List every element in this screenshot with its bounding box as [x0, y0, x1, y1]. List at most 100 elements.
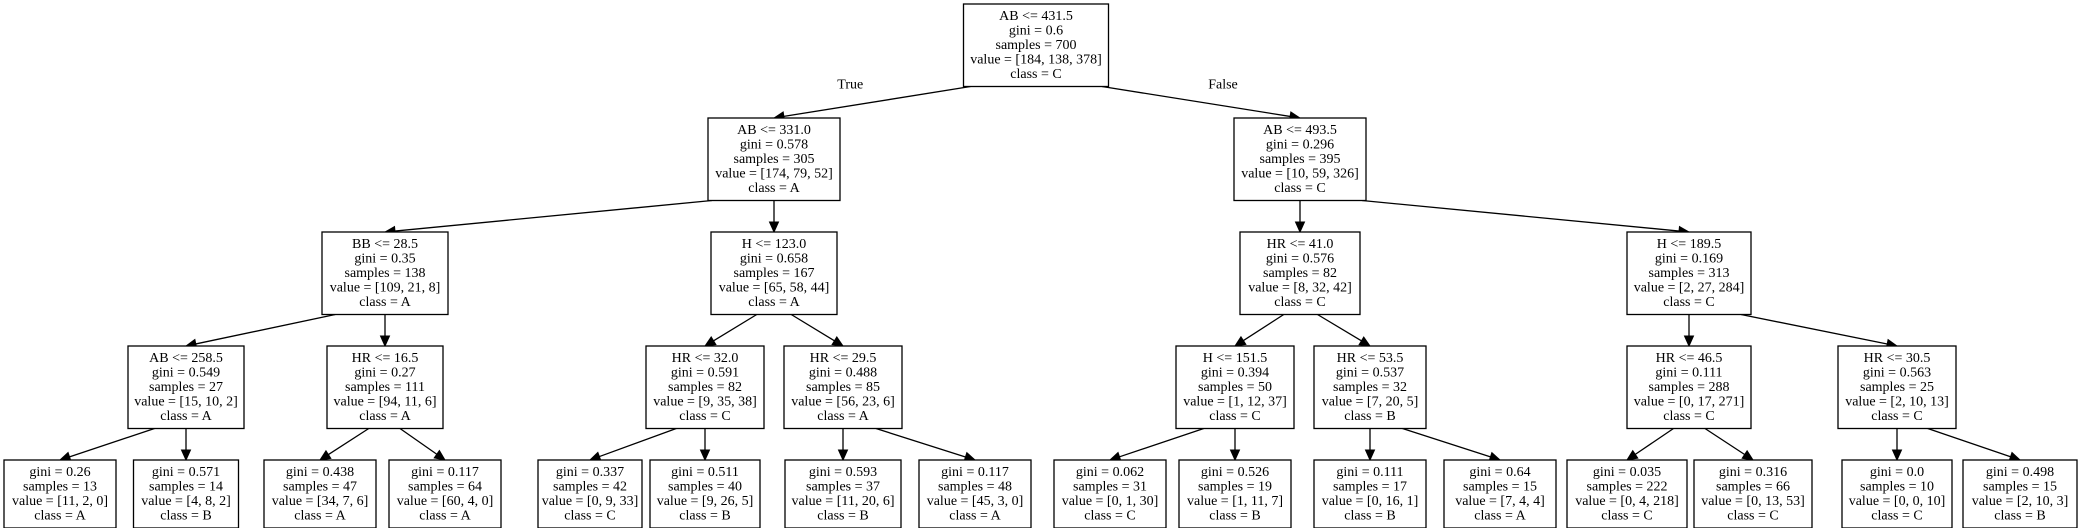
node-text-line: samples = 48 — [938, 480, 1012, 495]
tree-edge — [875, 427, 977, 462]
edge-line — [790, 313, 835, 342]
node-text-line: samples = 111 — [345, 380, 425, 395]
node-text-line: value = [7, 4, 4] — [1455, 494, 1545, 509]
tree-edge: False — [1101, 77, 1302, 122]
node-text-line: gini = 0.27 — [354, 366, 415, 381]
tree-edge — [1891, 428, 1903, 462]
node-text-line: class = B — [160, 509, 211, 524]
tree-edge — [58, 427, 155, 462]
node-text-line: value = [2, 10, 13] — [1845, 395, 1949, 410]
node-box — [707, 117, 841, 202]
node-text-line: samples = 37 — [806, 480, 880, 495]
node-text-line: samples = 167 — [734, 266, 815, 281]
node-text-line: samples = 85 — [806, 380, 880, 395]
node-text-line: value = [34, 7, 6] — [272, 494, 369, 509]
node-text-line: class = C — [679, 409, 730, 424]
node-box — [1233, 117, 1367, 202]
node-text-line: gini = 0.169 — [1655, 252, 1723, 267]
node-text-line: gini = 0.0 — [1870, 465, 1924, 480]
node-text-line: H <= 151.5 — [1203, 351, 1267, 366]
edge-line — [875, 427, 966, 458]
node-text-line: gini = 0.296 — [1266, 138, 1334, 153]
arrowhead-icon — [699, 449, 711, 462]
node-text-line: class = A — [294, 509, 346, 524]
node-text-line: gini = 0.394 — [1201, 366, 1269, 381]
tree-edge — [699, 428, 711, 462]
node-text-line: value = [0, 1, 30] — [1062, 494, 1159, 509]
edge-line — [1927, 427, 2011, 458]
node-text-line: class = C — [1010, 67, 1061, 82]
tree-edge — [383, 199, 713, 237]
node-text-line: class = C — [1663, 295, 1714, 310]
arrowhead-icon — [831, 336, 845, 347]
node-box — [388, 459, 502, 528]
tree-edge — [1364, 428, 1376, 462]
node-text-line: gini = 0.563 — [1863, 366, 1931, 381]
node-text-line: AB <= 331.0 — [737, 123, 811, 138]
edge-line — [713, 313, 758, 342]
node-text-line: class = B — [1344, 509, 1395, 524]
arrowhead-icon — [1683, 335, 1695, 348]
node-text-line: samples = 288 — [1649, 380, 1730, 395]
node-text-line: class = A — [748, 295, 800, 310]
node-box — [326, 345, 444, 430]
tree-edge — [837, 428, 849, 462]
node-box — [1443, 459, 1557, 528]
edge-line — [1101, 85, 1291, 118]
node-text-line: HR <= 53.5 — [1337, 351, 1404, 366]
node-box — [1626, 345, 1752, 430]
node-text-line: gini = 0.337 — [556, 465, 624, 480]
node-text-line: class = A — [34, 509, 86, 524]
node-text-line: samples = 395 — [1260, 152, 1341, 167]
node-text-line: samples = 14 — [149, 480, 223, 495]
node-box — [321, 231, 449, 316]
node-box — [1626, 231, 1752, 316]
arrowhead-icon — [379, 335, 391, 348]
node-text-line: value = [7, 20, 5] — [1322, 395, 1419, 410]
node-text-line: samples = 82 — [668, 380, 742, 395]
tree-edge — [1704, 427, 1755, 461]
tree-edge — [184, 313, 336, 349]
arrowhead-icon — [318, 449, 332, 461]
node-text-line: class = C — [1274, 295, 1325, 310]
node-text-line: HR <= 29.5 — [810, 351, 877, 366]
node-box — [710, 231, 838, 316]
arrowhead-icon — [703, 336, 717, 347]
node-text-line: samples = 700 — [996, 38, 1077, 53]
arrowhead-icon — [1358, 336, 1372, 347]
node-text-line: samples = 64 — [408, 480, 482, 495]
node-box — [1313, 459, 1427, 528]
node-text-line: value = [94, 11, 6] — [333, 395, 436, 410]
node-box — [1962, 459, 2078, 528]
node-text-line: samples = 50 — [1198, 380, 1272, 395]
node-text-line: HR <= 41.0 — [1267, 237, 1334, 252]
node-text-line: value = [11, 20, 6] — [791, 494, 894, 509]
node-text-line: H <= 189.5 — [1657, 237, 1721, 252]
edge-line — [1361, 199, 1680, 232]
node-text-line: gini = 0.571 — [152, 465, 220, 480]
node-text-line: HR <= 16.5 — [352, 351, 419, 366]
arrowhead-icon — [1891, 449, 1903, 462]
edge-line — [1704, 427, 1745, 456]
node-box — [1693, 459, 1813, 528]
node-text-line: value = [0, 9, 33] — [542, 494, 639, 509]
node-text-line: class = C — [1663, 409, 1714, 424]
node-box — [784, 459, 902, 528]
node-text-line: samples = 27 — [149, 380, 223, 395]
node-text-line: samples = 138 — [345, 266, 426, 281]
tree-edge — [1927, 427, 2022, 462]
tree-edge — [1683, 314, 1695, 348]
node-text-line: class = A — [359, 295, 411, 310]
tree-edge — [703, 313, 758, 347]
node-text-line: samples = 66 — [1716, 480, 1790, 495]
edge-label-false: False — [1208, 77, 1238, 92]
tree-edge — [318, 427, 370, 461]
node-text-line: gini = 0.526 — [1201, 465, 1269, 480]
